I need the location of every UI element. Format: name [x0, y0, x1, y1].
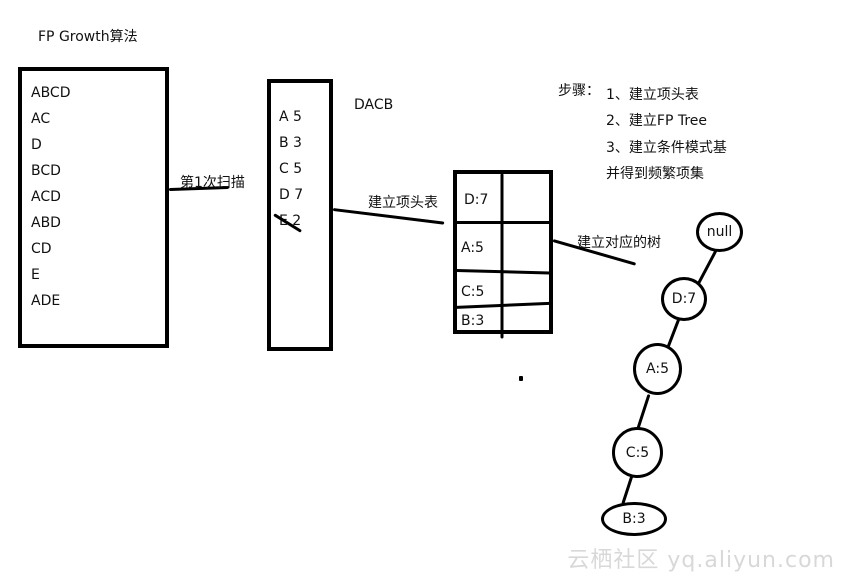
- counts-box: A 5 B 3 C 5 D 7 E 2: [267, 79, 333, 351]
- transaction-item: ABD: [31, 215, 61, 231]
- step-item: 1、建立项头表: [606, 87, 699, 103]
- transaction-item: ADE: [31, 293, 61, 309]
- transaction-item: ABCD: [31, 85, 71, 101]
- count-item: D 7: [279, 187, 304, 203]
- tree-node-c: C:5: [612, 427, 663, 478]
- table-cell: D:7: [464, 192, 489, 208]
- tree-node-b: B:3: [601, 502, 667, 536]
- table-divider: [500, 173, 504, 339]
- transactions-box: ABCD AC D BCD ACD ABD CD E ADE: [18, 67, 169, 348]
- table-row-line: [455, 221, 551, 224]
- diagram-title: FP Growth算法: [38, 29, 138, 45]
- step-item: 3、建立条件模式基: [606, 140, 727, 156]
- tree-node-null: null: [696, 212, 743, 252]
- table-cell: A:5: [461, 240, 484, 256]
- stray-dot: [519, 376, 523, 381]
- build-tree-label: 建立对应的树: [577, 235, 661, 251]
- count-item: E 2: [279, 213, 302, 229]
- transaction-item: AC: [31, 111, 51, 127]
- tree-node-a: A:5: [633, 343, 682, 395]
- transaction-item: ACD: [31, 189, 61, 205]
- step-item: 并得到频繁项集: [606, 166, 704, 182]
- step-item: 2、建立FP Tree: [606, 113, 708, 129]
- tree-node-d: D:7: [661, 277, 707, 321]
- count-item: A 5: [279, 109, 302, 125]
- transaction-item: BCD: [31, 163, 61, 179]
- table-cell: C:5: [461, 284, 485, 300]
- transaction-item: D: [31, 137, 42, 153]
- transaction-item: CD: [31, 241, 52, 257]
- transaction-item: E: [31, 267, 40, 283]
- watermark: 云栖社区 yq.aliyun.com: [567, 548, 835, 573]
- order-label: DACB: [354, 97, 394, 113]
- tree-edge: [621, 475, 634, 505]
- table-cell: B:3: [461, 313, 485, 329]
- count-item: B 3: [279, 135, 302, 151]
- scan-label: 第1次扫描: [180, 175, 245, 191]
- steps-heading: 步骤：: [558, 83, 600, 99]
- tree-edge: [636, 394, 651, 431]
- build-header-label: 建立项头表: [368, 195, 438, 211]
- count-item: C 5: [279, 161, 303, 177]
